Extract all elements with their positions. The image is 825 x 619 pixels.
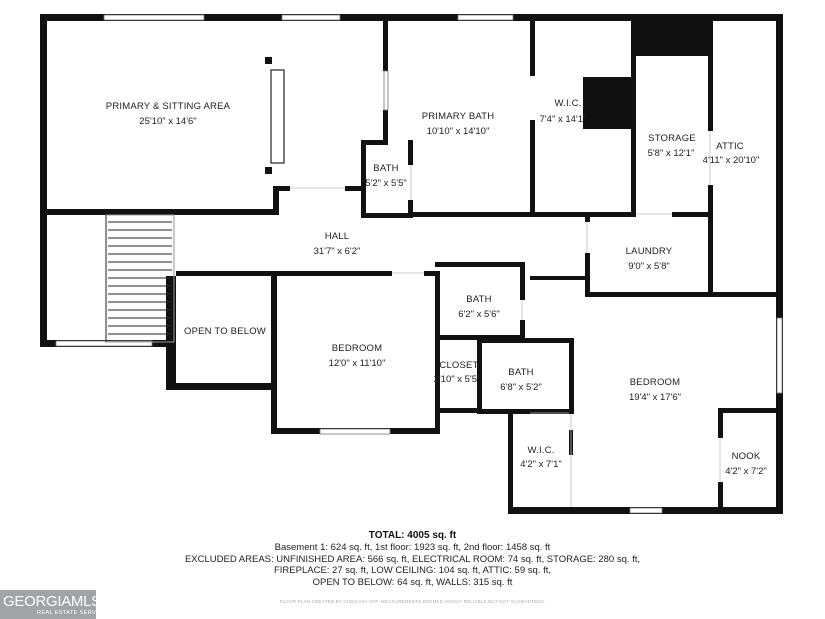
disclaimer: FLOOR PLAN CREATED BY CUBICASA APP. MEAS… [279, 599, 546, 604]
room-dims-storage: 5'8" x 12'1" [648, 148, 695, 159]
room-dims-bedroom-left: 12'0" x 11'10" [329, 358, 386, 369]
room-name-bath-small: BATH [373, 163, 398, 174]
room-dims-nook: 4'2" x 7'2" [725, 466, 767, 477]
excluded-areas-line-2: FIREPLACE: 27 sq. ft, LOW CEILING: 104 s… [273, 565, 551, 577]
room-dims-bath-lower: 6'8" x 5'2" [500, 382, 542, 393]
room-name-attic: ATTIC [716, 141, 744, 152]
room-name-primary-bath: PRIMARY BATH [422, 111, 495, 122]
logo-tagline: REAL ESTATE SERVICES [37, 610, 111, 616]
room-dims-attic: 4'11" x 20'10" [703, 155, 760, 166]
room-dims-closet: 2'10" x 5'5" [434, 374, 481, 385]
room-name-laundry: LAUNDRY [626, 246, 673, 257]
room-name-wic-bottom: W.I.C. [527, 445, 554, 456]
room-name-nook: NOOK [732, 451, 761, 462]
room-name-closet: CLOSET [439, 360, 478, 371]
room-dims-bedroom-right: 19'4" x 17'6" [629, 392, 681, 403]
room-labels: PRIMARY & SITTING AREA 25'10" x 14'6" PR… [106, 98, 767, 477]
excluded-areas-line-3: OPEN TO BELOW: 64 sq. ft, WALLS: 315 sq.… [312, 576, 513, 588]
room-name-bath-mid: BATH [466, 294, 491, 305]
room-dims-bath-small: 5'2" x 5'5" [365, 178, 407, 189]
room-name-bedroom-right: BEDROOM [630, 377, 681, 388]
room-dims-laundry: 9'0" x 5'8" [628, 261, 670, 272]
stairs [105, 214, 175, 343]
room-dims-primary-bath: 10'10" x 14'10" [427, 126, 490, 137]
room-dims-bath-mid: 6'2" x 5'6" [458, 309, 500, 320]
georgia-mls-logo: GEORGIAMLS REAL ESTATE SERVICES [0, 590, 110, 619]
windows [55, 14, 783, 514]
room-dims-hall: 31'7" x 6'2" [314, 246, 361, 257]
logo-wordmark: GEORGIAMLS [3, 593, 101, 610]
room-name-bath-lower: BATH [508, 367, 533, 378]
door-openings [290, 131, 721, 507]
room-name-hall: HALL [325, 231, 350, 242]
room-name-storage: STORAGE [648, 133, 696, 144]
room-name-open-below: OPEN TO BELOW [184, 326, 266, 337]
room-name-primary-sitting: PRIMARY & SITTING AREA [106, 101, 231, 112]
room-name-wic-top: W.I.C. [554, 98, 581, 109]
room-dims-primary-sitting: 25'10" x 14'6" [139, 116, 196, 127]
walls [40, 14, 783, 514]
floor-areas: Basement 1: 624 sq. ft, 1st floor: 1923 … [274, 542, 551, 553]
room-dims-wic-bottom: 4'2" x 7'1" [520, 459, 562, 470]
excluded-areas-line-1: EXCLUDED AREAS: UNFINISHED AREA: 566 sq.… [184, 553, 641, 565]
fireplace [265, 57, 285, 174]
room-name-bedroom-left: BEDROOM [332, 343, 383, 354]
total-area: TOTAL: 4005 sq. ft [368, 530, 457, 541]
area-summary: TOTAL: 4005 sq. ft Basement 1: 624 sq. f… [0, 530, 825, 588]
room-dims-wic-top: 7'4" x 14'1" [540, 114, 587, 125]
